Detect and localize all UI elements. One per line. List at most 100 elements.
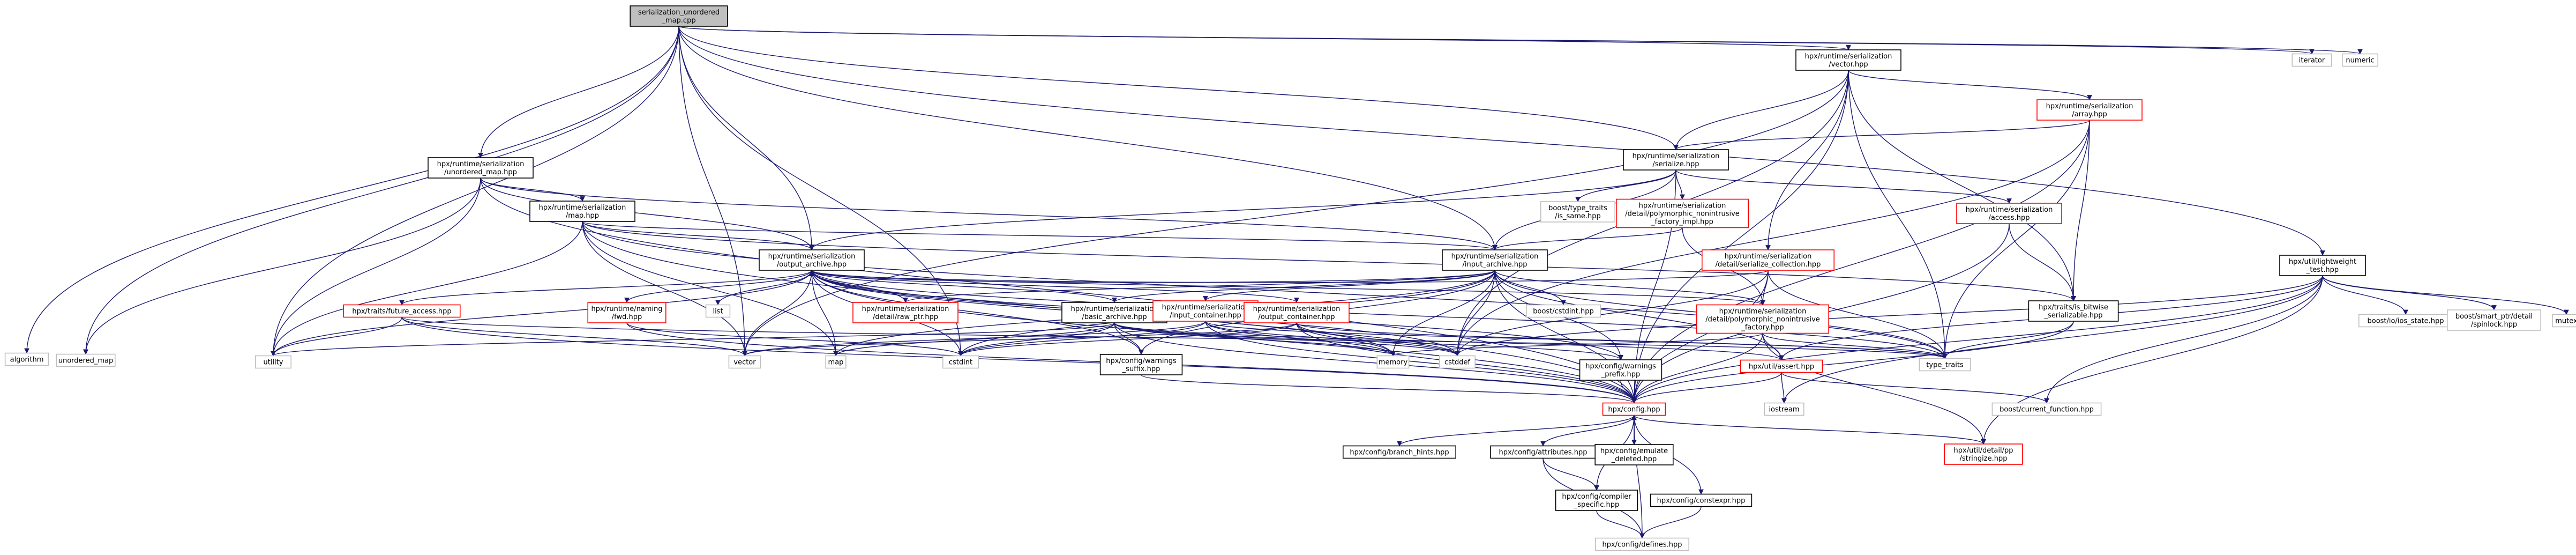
node-io-state: boost/io/ios_state.hpp (2358, 314, 2453, 328)
node-label: /map.hpp (566, 212, 599, 220)
node-input-container[interactable]: hpx/runtime/serialization/input_containe… (1152, 300, 1259, 322)
node-unordered-map-hpp[interactable]: hpx/runtime/serialization/unordered_map.… (428, 157, 534, 179)
node-label: hpx/config/compiler (1562, 493, 1631, 501)
edge-future-access-to-config-hpp (401, 317, 1637, 404)
node-box (1594, 444, 1674, 465)
edge-line (1494, 270, 1637, 404)
edge-line (1112, 270, 1495, 303)
node-vector-hpp[interactable]: hpx/runtime/serialization/vector.hpp (1795, 49, 1901, 71)
edge-output-archive-to-warnings-suffix (811, 270, 1144, 355)
node-naming-fwd[interactable]: hpx/runtime/naming/fwd.hpp (587, 302, 667, 323)
edge-map-hpp-to-output-archive (582, 221, 814, 250)
edge-serialize-collection-to-poly-factory (1760, 270, 1769, 306)
node-box (825, 355, 847, 369)
node-access-hpp[interactable]: hpx/runtime/serialization/access.hpp (1956, 203, 2062, 224)
edge-line (271, 317, 402, 357)
edge-root-to-serialize-hpp (678, 26, 1679, 150)
node-assert-hpp[interactable]: hpx/util/assert.hpp (1740, 359, 1823, 373)
node-constexpr[interactable]: hpx/config/constexpr.hpp (1650, 493, 1753, 507)
node-label: hpx/runtime/serialization (1253, 305, 1341, 313)
edge-array-hpp-to-serialize-hpp (1673, 120, 2090, 150)
node-box (1343, 445, 1457, 459)
edge-line (1673, 70, 1849, 150)
node-input-archive[interactable]: hpx/runtime/serialization/input_archive.… (1442, 249, 1548, 271)
node-emulate-deleted[interactable]: hpx/config/emulate_deleted.hpp (1594, 444, 1674, 465)
node-box (1696, 304, 1830, 334)
edge-line (24, 26, 679, 354)
edge-future-access-to-type-traits (401, 316, 1948, 359)
edge-basic-archive-to-utility (271, 322, 1115, 357)
node-type-traits: type_traits (1919, 358, 1971, 372)
nodes-layer: serialization_unordered_map.cpp hpx/runti… (4, 5, 2576, 551)
edge-serialize-hpp-to-type-traits-same (1575, 169, 1676, 202)
node-algorithm: algorithm (4, 352, 49, 366)
edge-line (1455, 270, 1769, 357)
edge-line (1781, 372, 2049, 404)
node-label: /fwd.hpp (612, 313, 642, 321)
node-poly-factory[interactable]: hpx/runtime/serialization/detail/polymor… (1696, 304, 1830, 334)
edge-line (401, 316, 1948, 359)
node-root[interactable]: serialization_unordered_map.cpp (630, 5, 728, 27)
edge-config-hpp-to-attributes (1540, 415, 1635, 447)
node-box (1061, 302, 1167, 323)
node-serialize-collection[interactable]: hpx/runtime/serialization/detail/seriali… (1702, 249, 1835, 271)
node-warnings-prefix[interactable]: hpx/config/warnings_prefix.hpp (1579, 359, 1663, 381)
node-label: hpx/config/attributes.hpp (1499, 449, 1587, 457)
edge-line (1203, 270, 1495, 301)
edge-line (1296, 322, 1396, 357)
node-box (56, 353, 116, 367)
edge-input-container-to-config-hpp (1205, 321, 1637, 404)
node-serialize-hpp[interactable]: hpx/runtime/serialization/serialize.hpp (1623, 149, 1729, 171)
node-is-bitwise[interactable]: hpx/traits/is_bitwise_serializable.hpp (2028, 300, 2119, 322)
edge-line (958, 322, 1115, 357)
node-label: boost/current_function.hpp (2000, 406, 2094, 414)
node-box (2279, 255, 2366, 276)
edge-line (1540, 415, 1635, 447)
edge-line (958, 322, 1297, 357)
node-label: hpx/config/constexpr.hpp (1657, 497, 1746, 505)
edge-line (2071, 120, 2090, 301)
node-type-traits-same: boost/type_traits/is_same.hpp (1540, 201, 1616, 223)
node-label: _factory.hpp (1741, 324, 1784, 332)
edge-unordered-map-hpp-to-unordered-map (83, 177, 481, 355)
node-poly-factory-impl[interactable]: hpx/runtime/serialization/detail/polymor… (1616, 198, 1749, 228)
node-label: hpx/runtime/serialization (1639, 202, 1726, 210)
node-config-hpp[interactable]: hpx/config.hpp (1602, 402, 1666, 416)
edge-serialize-collection-to-cstddef (1455, 270, 1769, 357)
edge-config-hpp-to-branch-hints (1397, 415, 1635, 447)
node-warnings-suffix[interactable]: hpx/config/warnings_suffix.hpp (1099, 354, 1183, 375)
node-label: /stringize.hpp (1959, 455, 2007, 463)
node-box (1099, 354, 1183, 375)
edge-attributes-to-compiler-specific (1542, 458, 1599, 491)
edge-line (1631, 275, 2323, 404)
node-label: boost/smart_ptr/detail (2455, 313, 2533, 321)
edge-line (1673, 120, 2090, 150)
node-output-container[interactable]: hpx/runtime/serialization/output_contain… (1244, 302, 1350, 323)
node-label: hpx/config/defines.hpp (1602, 541, 1682, 549)
node-map-hpp[interactable]: hpx/runtime/serialization/map.hpp (529, 201, 635, 222)
node-stringize[interactable]: hpx/util/detail/pp/stringize.hpp (1944, 443, 2023, 465)
node-future-access[interactable]: hpx/traits/future_access.hpp (343, 304, 461, 318)
edge-line (1781, 372, 1787, 404)
node-compiler-specific[interactable]: hpx/config/compiler_specific.hpp (1555, 490, 1638, 511)
node-label: hpx/traits/future_access.hpp (352, 308, 451, 316)
edge-fs-lightweight-to-io-state (2322, 275, 2408, 315)
edge-line (2322, 275, 2569, 315)
node-fs-lightweight[interactable]: hpx/util/lightweight_test.hpp (2279, 255, 2366, 276)
node-label: /basic_archive.hpp (1082, 313, 1147, 321)
edge-fs-lightweight-to-spinlock (2322, 275, 2497, 310)
node-attributes[interactable]: hpx/config/attributes.hpp (1490, 445, 1596, 459)
node-box (1650, 493, 1753, 507)
node-label: /detail/raw_ptr.hpp (873, 313, 938, 321)
node-array-hpp[interactable]: hpx/runtime/serialization/array.hpp (2036, 99, 2143, 121)
node-basic-archive[interactable]: hpx/runtime/serialization/basic_archive.… (1061, 302, 1167, 323)
node-branch-hints[interactable]: hpx/config/branch_hints.hpp (1343, 445, 1457, 459)
node-label: hpx/util/assert.hpp (1749, 363, 1814, 371)
node-label: cstddef (1444, 359, 1471, 367)
edge-root-to-vector (678, 26, 747, 357)
node-label: iterator (2299, 57, 2325, 65)
node-output-archive[interactable]: hpx/runtime/serialization/output_archive… (759, 249, 865, 271)
node-label: hpx/runtime/naming (591, 305, 662, 313)
node-raw-ptr[interactable]: hpx/runtime/serialization/detail/raw_ptr… (852, 302, 958, 323)
edge-output-archive-to-type-traits (811, 270, 1948, 359)
